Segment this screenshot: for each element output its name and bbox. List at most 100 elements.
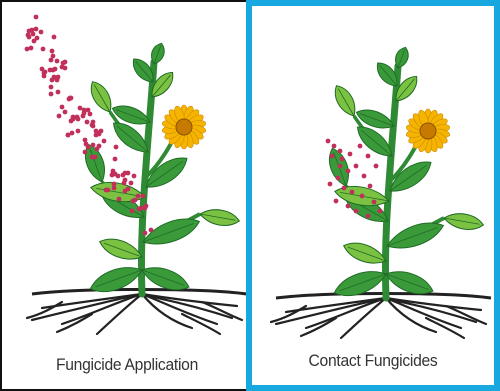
spray-dot (41, 47, 46, 52)
spray-dot (354, 164, 359, 169)
spray-dot (49, 85, 54, 90)
spray-dot (94, 129, 99, 134)
spray-dot (90, 123, 95, 128)
panel-caption: Contact Fungicides (262, 351, 485, 371)
spray-dot (95, 147, 100, 152)
contact-fungicides-panel: Contact Fungicides (246, 0, 500, 391)
spray-dot (129, 181, 134, 186)
spray-dot (57, 114, 62, 119)
spray-dot (374, 164, 379, 169)
spray-dot (139, 206, 144, 211)
spray-dot (66, 133, 71, 138)
root (386, 298, 476, 322)
spray-dot (32, 39, 37, 44)
spray-dot (63, 110, 68, 115)
spray-dot (102, 139, 107, 144)
spray-droplets-icon (25, 15, 154, 236)
spray-dot (49, 92, 54, 97)
spray-dot (43, 70, 48, 75)
spray-dot (29, 46, 34, 51)
spray-dot (354, 209, 359, 214)
spray-dot (31, 32, 36, 37)
spray-dot (123, 178, 128, 183)
spray-dot (76, 129, 81, 134)
spray-dot (83, 138, 88, 143)
spray-dot (88, 112, 93, 117)
spray-dot (56, 90, 61, 95)
spray-dot (91, 143, 96, 148)
spray-dot (328, 182, 333, 187)
spray-dot (82, 108, 87, 113)
spray-dot (63, 60, 68, 65)
spray-dot (132, 174, 137, 179)
spray-dot (112, 186, 117, 191)
spray-dot (149, 228, 154, 233)
spray-dot (42, 74, 47, 79)
spray-dot (338, 164, 343, 169)
sunflower-icon (406, 109, 451, 153)
spray-dot (136, 194, 141, 199)
root (27, 302, 62, 318)
spray-dot (360, 194, 365, 199)
spray-dot (56, 75, 61, 80)
panel-caption: Fungicide Application (12, 355, 242, 375)
sunflower-plant-icon (27, 41, 247, 334)
spray-dot (83, 150, 88, 155)
spray-dot (99, 129, 104, 134)
spray-dot (25, 47, 30, 52)
spray-dot (76, 117, 81, 122)
spray-dot (50, 49, 55, 54)
spray-dot (51, 54, 56, 59)
spray-dot (334, 199, 339, 204)
spray-dot (39, 30, 44, 35)
root (271, 306, 306, 322)
spray-dot (126, 171, 131, 176)
spray-dot (60, 65, 65, 70)
spray-dot (326, 139, 331, 144)
spray-dot (60, 105, 65, 110)
spray-dot (362, 174, 367, 179)
spray-dot (141, 194, 146, 199)
sunflower-icon (162, 105, 207, 149)
spray-dot (52, 35, 57, 40)
spray-dot (330, 154, 335, 159)
spray-dot (85, 120, 90, 125)
spray-dot (368, 184, 373, 189)
spray-dot (71, 117, 76, 122)
spray-dot (332, 144, 337, 149)
spray-dot (117, 197, 122, 202)
spray-dot (34, 27, 39, 32)
spray-dot (372, 200, 377, 205)
plant-with-spray-illustration (2, 2, 252, 362)
spray-dot (34, 15, 39, 20)
spray-dot (366, 154, 371, 159)
spray-dot (340, 157, 345, 162)
spray-dot (123, 189, 128, 194)
spray-dot (378, 209, 383, 214)
spray-dot (113, 157, 118, 162)
spray-dot (26, 33, 31, 38)
spray-dot (346, 169, 351, 174)
root (142, 294, 232, 318)
plant-contact-illustration (252, 6, 494, 366)
spray-dot (51, 68, 56, 73)
spray-dot (350, 190, 355, 195)
spray-dot (55, 59, 60, 64)
spray-dot (348, 152, 353, 157)
spray-dot (358, 144, 363, 149)
sunflower-plant-icon (271, 45, 491, 338)
spray-dot (69, 96, 74, 101)
roots-icon (27, 294, 242, 334)
roots-icon (271, 298, 486, 338)
spray-dot (106, 188, 111, 193)
spray-dot (143, 231, 148, 236)
spray-dot (366, 214, 371, 219)
spray-dot (133, 198, 138, 203)
spray-dot (84, 142, 89, 147)
spray-dot (346, 204, 351, 209)
fungicide-application-panel: Fungicide Application (0, 0, 252, 391)
spray-dot (30, 28, 35, 33)
spray-dot (114, 145, 119, 150)
spray-dot (93, 155, 98, 160)
spray-dot (336, 176, 341, 181)
